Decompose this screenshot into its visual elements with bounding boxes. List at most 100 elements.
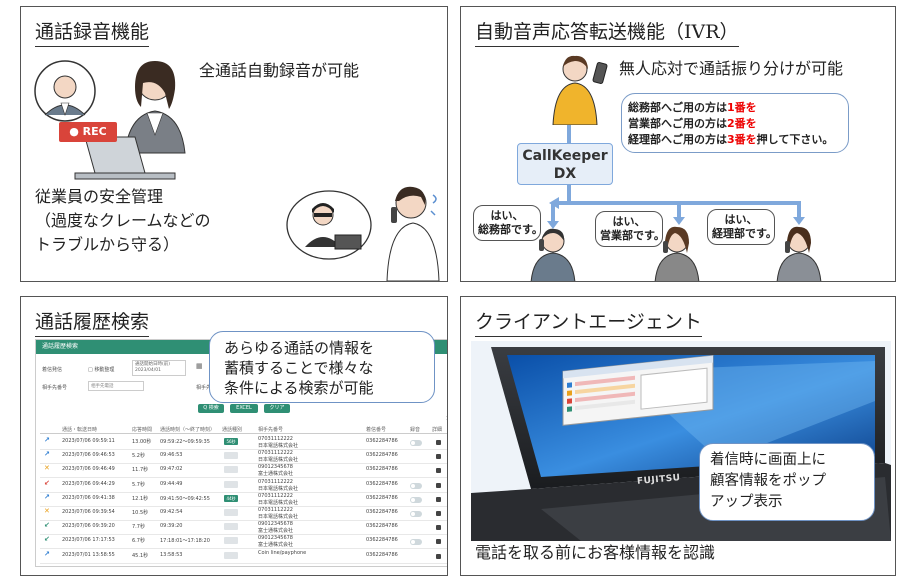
- call-date: 2023/07/06 09:39:54: [62, 509, 115, 515]
- incoming-number: 0362284786: [366, 523, 398, 530]
- result-count: 17: [446, 416, 447, 422]
- incoming-number: 0362284786: [366, 480, 398, 487]
- incoming-number: 0362284786: [366, 452, 398, 459]
- call-time: 09:59:22〜09:59:35: [160, 439, 210, 445]
- detail-icon[interactable]: [436, 440, 441, 445]
- panel-client-agent: クライアントエージェント FUJITSU: [460, 296, 896, 576]
- call-duration: 12.1秒: [132, 495, 149, 502]
- history-bubble-line-3: 条件による検索が可能: [224, 379, 374, 397]
- record-toggle[interactable]: [410, 440, 422, 446]
- call-date: 2023/07/06 09:46:49: [62, 466, 115, 473]
- play-badge[interactable]: [224, 551, 238, 559]
- call-time: 09:44:49: [160, 480, 183, 487]
- date-field[interactable]: 通話開始日時(前)2023/04/01: [132, 360, 186, 376]
- panel-title: 通話履歴検索: [35, 307, 150, 337]
- incoming-number: 0362284786: [366, 466, 398, 473]
- record-toggle[interactable]: [410, 482, 422, 489]
- incoming-number: 0362284786: [366, 509, 398, 515]
- incoming-number: 0362284786: [366, 537, 398, 544]
- call-direction-icon: ↙: [44, 521, 50, 530]
- call-direction-icon: ↗: [44, 549, 50, 558]
- popup-bubble-line-2: 顧客情報をポップ: [710, 473, 826, 489]
- call-time: 09:41:50〜09:42:55: [160, 495, 210, 502]
- caller-number: 09012345678: [258, 535, 293, 542]
- rec-badge: ● REC: [59, 122, 117, 142]
- reply-soumu: はい、総務部です。: [473, 205, 543, 241]
- caller-name: 日本電話株式会社: [258, 514, 299, 520]
- play-badge[interactable]: [224, 466, 238, 474]
- detail-icon[interactable]: [436, 553, 441, 559]
- callkeeper-label: CallKeeper: [522, 148, 608, 164]
- panel-title: 通話録音機能: [35, 17, 150, 47]
- call-time: 17:18:01〜17:18:20: [160, 538, 210, 545]
- play-badge[interactable]: [224, 523, 238, 531]
- call-duration: 13.00秒: [132, 439, 152, 445]
- clear-button[interactable]: クリア: [264, 404, 290, 413]
- detail-icon[interactable]: [436, 482, 441, 488]
- call-date: 2023/07/01 13:58:55: [62, 551, 115, 558]
- recording-caption: 全通話自動録音が可能: [199, 61, 360, 80]
- detail-icon[interactable]: [436, 454, 441, 460]
- detail-icon[interactable]: [436, 511, 441, 516]
- history-bubble: あらゆる通話の情報を 蓄積することで様々な 条件による検索が可能: [209, 331, 435, 403]
- number-input[interactable]: 相手先電話: [88, 381, 144, 391]
- call-time: 13:58:53: [160, 551, 183, 558]
- popup-bubble: 着信時に画面上に 顧客情報をポップ アップ表示: [699, 443, 875, 521]
- call-time: 09:39:20: [160, 523, 183, 530]
- caller-number: 07031112222: [258, 507, 293, 513]
- safety-line-3: トラブルから守る）: [35, 235, 180, 254]
- detail-icon[interactable]: [436, 539, 441, 545]
- call-date: 2023/07/06 09:44:29: [62, 480, 115, 487]
- operator-illustration: [34, 60, 186, 180]
- play-badge[interactable]: 44秒: [224, 494, 238, 502]
- table-row[interactable]: ↙ 2023/07/06 09:44:29 5.7秒 09:44:49 07031112…: [40, 478, 447, 493]
- callkeeper-sub: DX: [553, 166, 577, 182]
- call-time: 09:47:02: [160, 466, 183, 473]
- ivr-line-1: 総務部へご用の方は1番を: [628, 101, 757, 114]
- play-badge[interactable]: 56秒: [224, 438, 238, 445]
- call-direction-icon: ↙: [44, 535, 50, 544]
- safety-line-1: 従業員の安全管理: [35, 187, 164, 206]
- ivr-caption: 無人応対で通話振り分けが可能: [619, 59, 844, 78]
- play-badge[interactable]: [224, 452, 238, 460]
- panel-call-history: 通話履歴検索 通話履歴検索 着信発信 □ 移動整理 通話開始日時(前)2023/…: [20, 296, 448, 576]
- checkbox-option[interactable]: □ 移動整理: [88, 367, 115, 373]
- detail-icon[interactable]: [436, 525, 441, 531]
- popup-bubble-line-1: 着信時に画面上に: [710, 452, 826, 468]
- panel-title: クライアントエージェント: [475, 307, 702, 337]
- incoming-number: 0362284786: [366, 551, 398, 558]
- excel-button[interactable]: EXCEL: [230, 404, 258, 413]
- ivr-message-bubble: 総務部へご用の方は1番を 営業部へご用の方は2番を 経理部へご用の方は3番を押し…: [621, 93, 849, 153]
- call-duration: 7.7秒: [132, 524, 145, 531]
- call-direction-icon: ↗: [44, 450, 50, 459]
- table-header: 通話・転送日時 応答時間 通話時刻（～終了時刻） 通話種別 相手先番号 着信番号…: [40, 424, 447, 434]
- caller-number: 09012345678: [258, 521, 293, 528]
- calendar-icon[interactable]: ▦: [196, 362, 203, 370]
- history-bubble-line-1: あらゆる通話の情報を: [224, 339, 375, 357]
- record-toggle[interactable]: [410, 511, 422, 517]
- play-badge[interactable]: [224, 537, 238, 545]
- search-button[interactable]: Q 検索: [198, 404, 224, 413]
- caller-number: 07031112222: [258, 478, 293, 485]
- call-date: 2023/07/06 09:46:53: [62, 452, 115, 459]
- call-duration: 11.7秒: [132, 467, 149, 474]
- call-direction-icon: ↙: [44, 478, 50, 487]
- call-date: 2023/07/06 17:17:53: [62, 537, 115, 544]
- play-badge[interactable]: [224, 480, 238, 488]
- call-direction-icon: ↗: [44, 436, 50, 444]
- record-toggle[interactable]: [410, 496, 422, 503]
- detail-icon[interactable]: [436, 496, 441, 502]
- play-badge[interactable]: [224, 509, 238, 516]
- record-toggle[interactable]: [410, 539, 422, 546]
- call-duration: 5.7秒: [132, 481, 145, 488]
- detail-icon[interactable]: [436, 468, 441, 474]
- call-duration: 10.5秒: [132, 510, 149, 516]
